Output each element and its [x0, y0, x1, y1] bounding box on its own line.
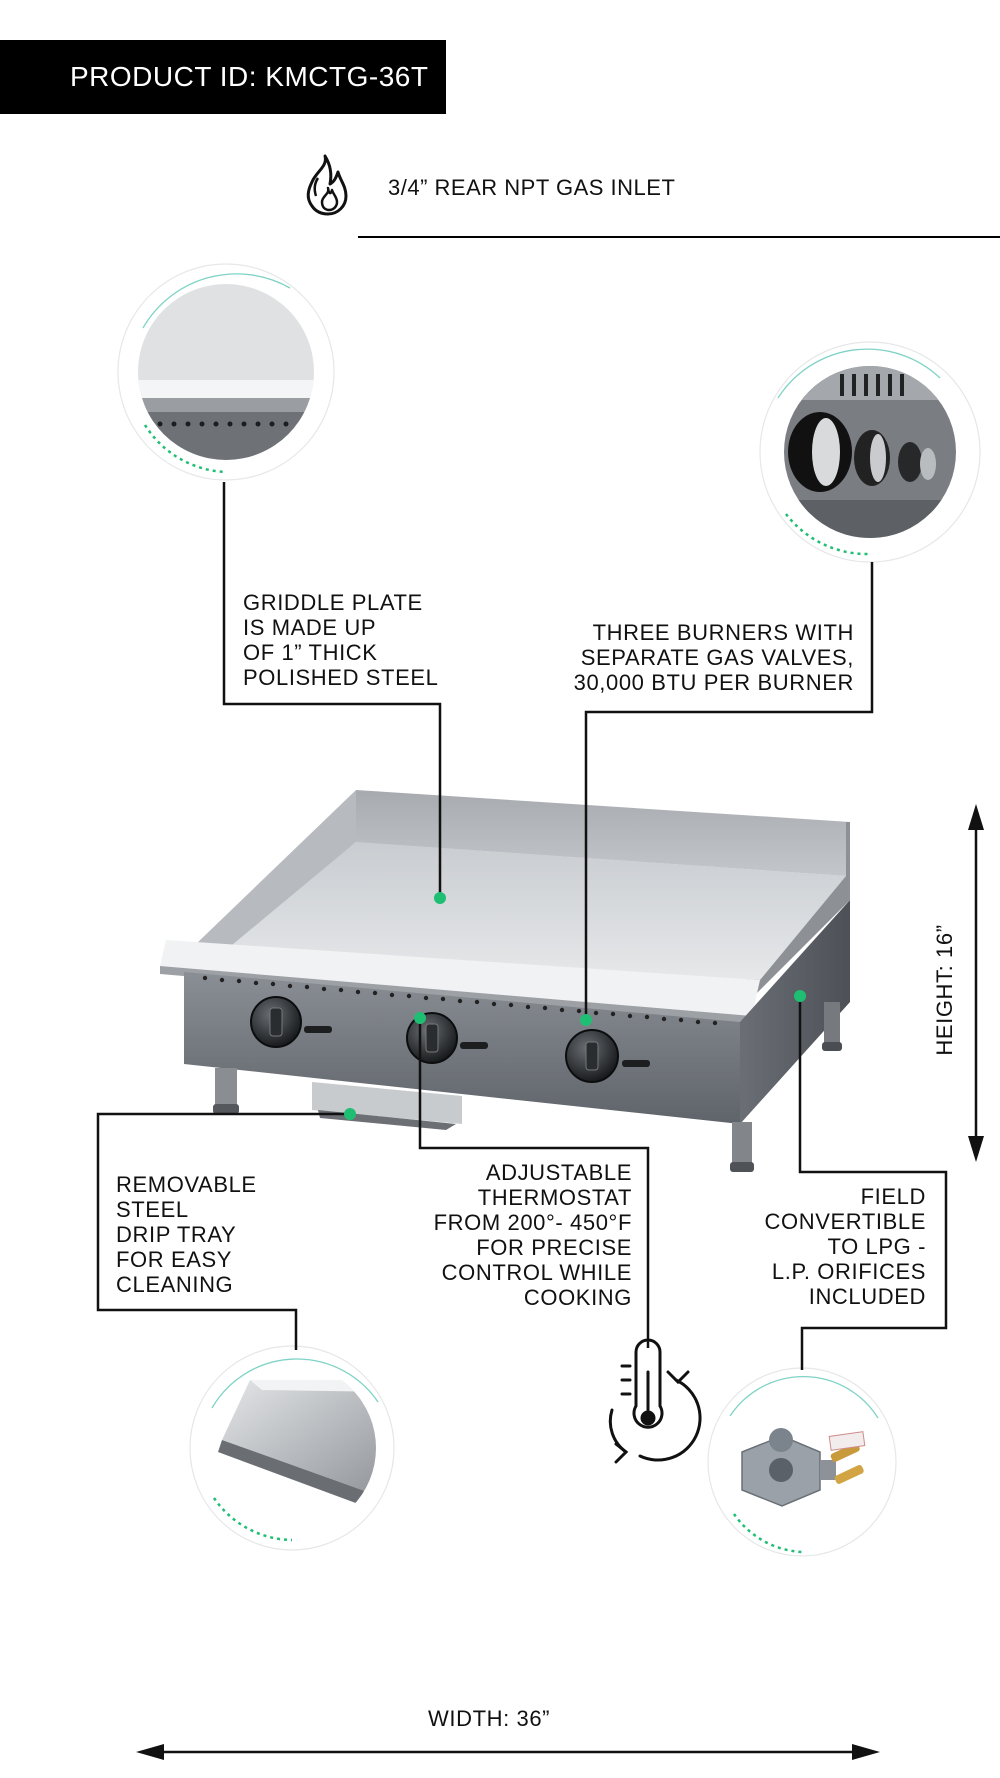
marker-griddle-plate: [434, 892, 446, 904]
gas-inlet-row: 3/4” REAR NPT GAS INLET: [298, 152, 675, 223]
height-arrow: [968, 804, 984, 1162]
label-lpg: FIELD CONVERTIBLE TO LPG - L.P. ORIFICES…: [764, 1184, 926, 1309]
thermometer-icon: [608, 1338, 702, 1464]
leader-burners: [584, 562, 874, 1020]
marker-drip-tray: [344, 1108, 356, 1120]
gas-inlet-divider: [358, 236, 1000, 238]
label-thermostat: ADJUSTABLE THERMOSTAT FROM 200°- 450°F F…: [433, 1160, 632, 1310]
width-label: WIDTH: 36”: [428, 1706, 551, 1731]
detail-griddle-plate: [117, 263, 335, 481]
detail-burners: [759, 341, 981, 563]
leader-lpg: [798, 996, 948, 1370]
leader-drip-tray: [96, 1112, 350, 1350]
marker-burners: [580, 1014, 592, 1026]
label-drip-tray: REMOVABLE STEEL DRIP TRAY FOR EASY CLEAN…: [116, 1172, 257, 1297]
flame-icon: [298, 152, 352, 223]
leader-griddle-plate: [222, 482, 442, 898]
marker-thermostat: [414, 1012, 426, 1024]
marker-lpg: [794, 990, 806, 1002]
feature-markers: [344, 892, 806, 1120]
width-arrow: [136, 1744, 880, 1760]
leader-thermostat: [418, 1018, 650, 1348]
detail-lpg-kit: [707, 1367, 897, 1557]
leader-lines: [96, 482, 948, 1370]
detail-drip-tray: [189, 1345, 395, 1551]
product-id-banner: PRODUCT ID: KMCTG-36T: [0, 40, 446, 114]
gas-inlet-text: 3/4” REAR NPT GAS INLET: [388, 174, 676, 200]
griddle-image: [160, 790, 850, 1172]
label-burners: THREE BURNERS WITH SEPARATE GAS VALVES, …: [573, 620, 854, 695]
label-griddle-plate: GRIDDLE PLATE IS MADE UP OF 1” THICK POL…: [243, 590, 439, 690]
height-label: HEIGHT: 16”: [932, 924, 957, 1056]
product-id-text: PRODUCT ID: KMCTG-36T: [70, 61, 429, 92]
